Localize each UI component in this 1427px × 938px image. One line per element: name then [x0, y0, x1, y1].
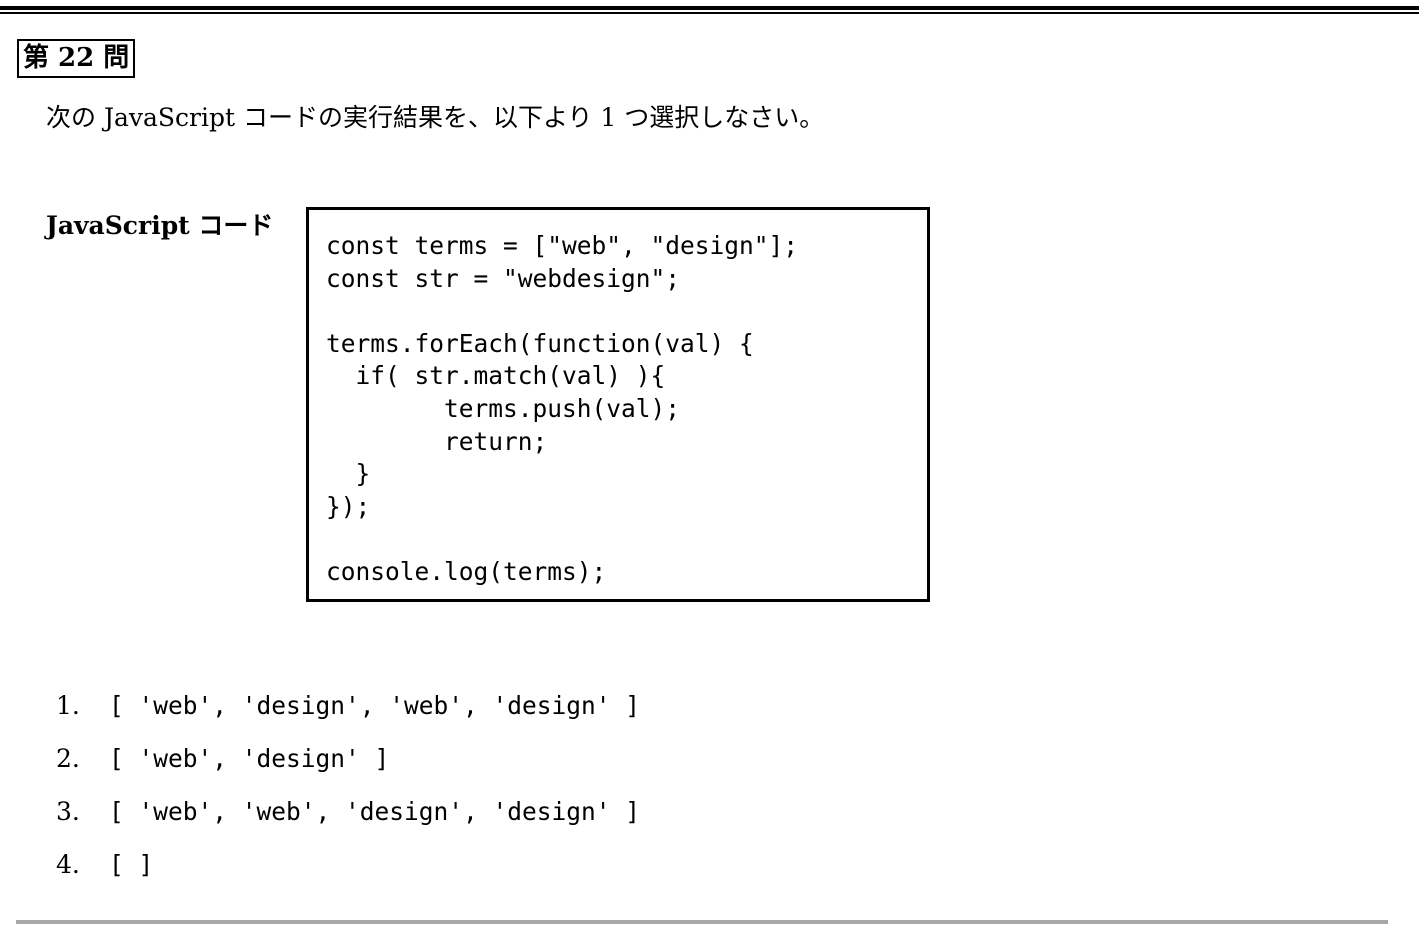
code-listing: const terms = ["web", "design"]; const s…	[326, 231, 799, 586]
bottom-rule	[16, 920, 1388, 924]
question-prompt: 次の JavaScript コードの実行結果を、以下より 1 つ選択しなさい。	[46, 103, 825, 132]
code-box: const terms = ["web", "design"]; const s…	[306, 207, 930, 602]
option-number: 3.	[56, 797, 80, 826]
option-text: [ 'web', 'design' ]	[109, 744, 390, 773]
option-text: [ 'web', 'web', 'design', 'design' ]	[109, 797, 641, 826]
question-number: 第 22 問	[17, 39, 136, 78]
top-double-rule-thin	[0, 12, 1419, 14]
option-number: 4.	[56, 850, 80, 879]
option-text: [ ]	[109, 850, 154, 879]
option-number: 1.	[56, 691, 80, 720]
top-double-rule-thick	[0, 6, 1419, 10]
code-label: JavaScript コード	[46, 211, 274, 240]
option-number: 2.	[56, 744, 80, 773]
option-text: [ 'web', 'design', 'web', 'design' ]	[109, 691, 641, 720]
